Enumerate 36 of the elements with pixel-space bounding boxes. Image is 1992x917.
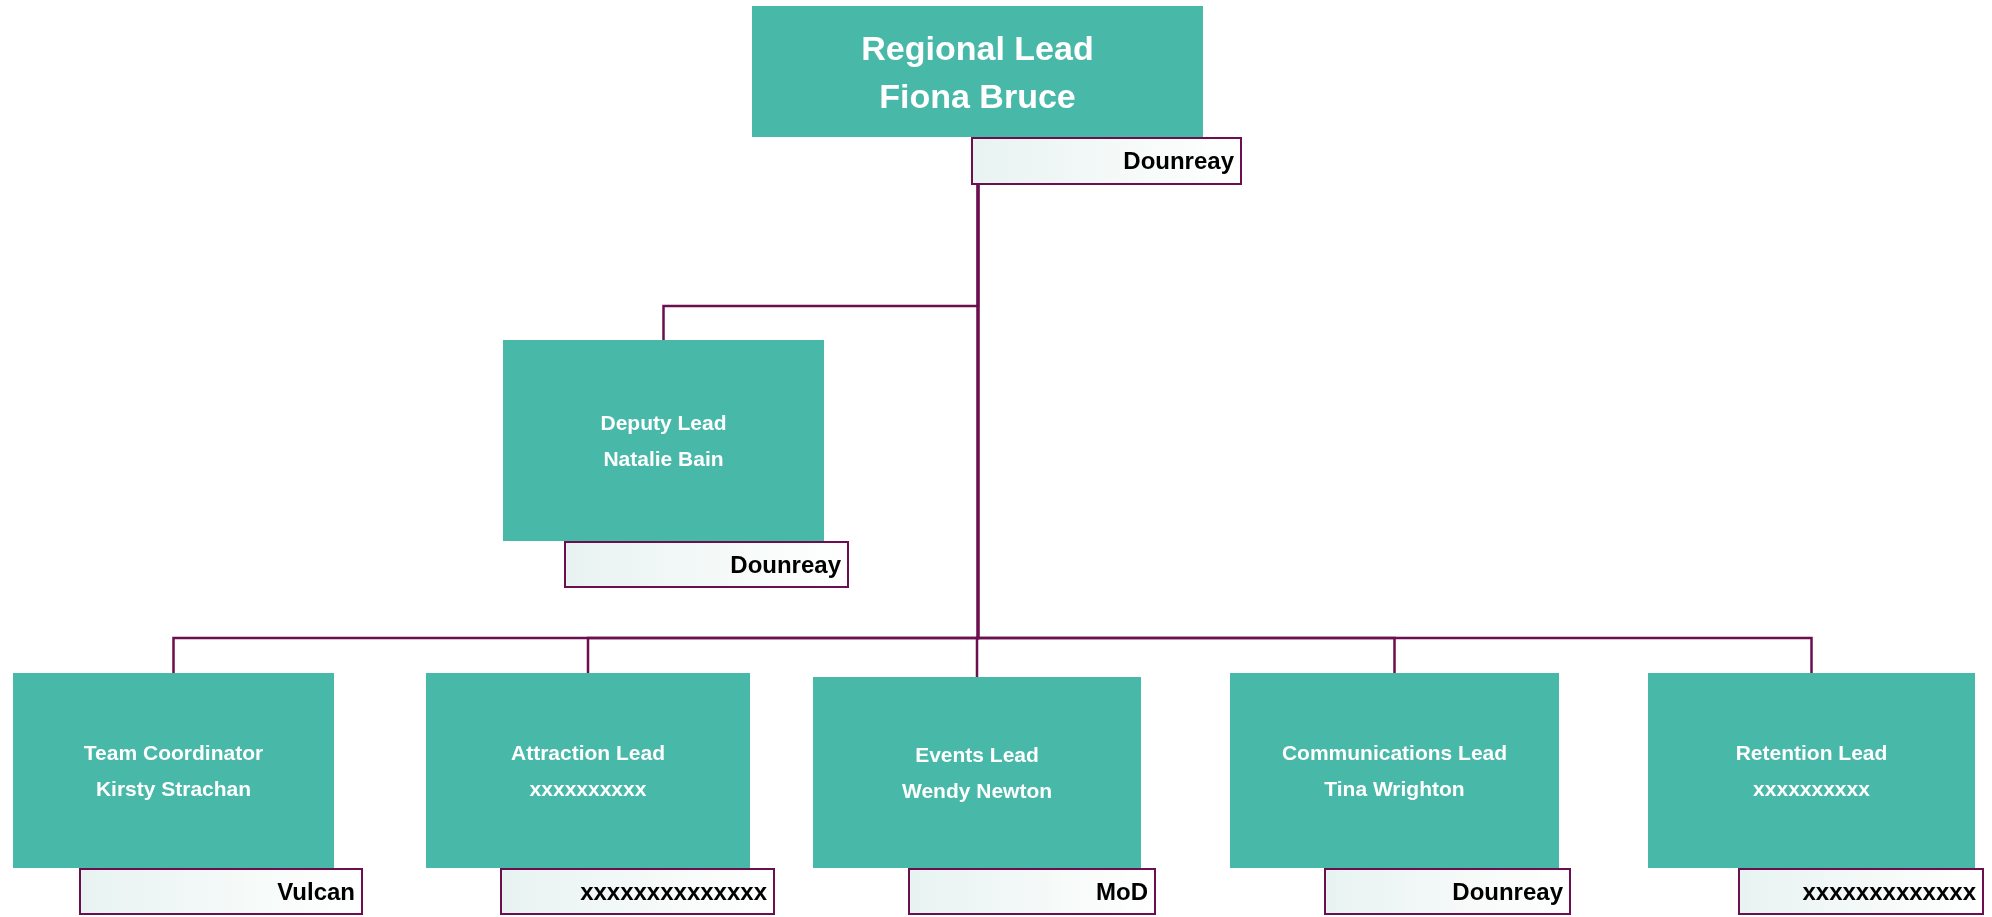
- location-tag: [79, 868, 363, 915]
- role-title: Communications Lead: [1281, 739, 1508, 766]
- location-tag: [500, 868, 775, 915]
- role-box: [752, 6, 1203, 137]
- location-text: xxxxxxxxxxxxxx: [580, 877, 767, 906]
- connector-line: [976, 185, 1813, 673]
- role-box: [1648, 673, 1975, 868]
- location-text: Dounreay: [1452, 877, 1563, 906]
- person-name: Wendy Newton: [901, 777, 1053, 804]
- role-title: Attraction Lead: [511, 739, 665, 766]
- role-box: [813, 677, 1141, 868]
- role-box: [426, 673, 750, 868]
- location-text: Dounreay: [730, 550, 841, 579]
- role-box: [13, 673, 334, 868]
- role-box: [1230, 673, 1559, 868]
- location-text: MoD: [1096, 877, 1148, 906]
- location-text: Vulcan: [277, 877, 355, 906]
- role-title: Deputy Lead: [600, 409, 727, 436]
- person-name: Natalie Bain: [603, 445, 724, 472]
- location-tag: [908, 868, 1156, 915]
- role-title: Retention Lead: [1735, 739, 1888, 766]
- person-name: Kirsty Strachan: [95, 775, 252, 802]
- person-name: Fiona Bruce: [879, 75, 1076, 117]
- role-title: Events Lead: [915, 741, 1039, 768]
- person-name: Tina Wrighton: [1324, 775, 1465, 802]
- person-name: xxxxxxxxxx: [1753, 775, 1870, 802]
- location-text: xxxxxxxxxxxxx: [1802, 877, 1976, 906]
- role-title: Team Coordinator: [83, 739, 264, 766]
- role-title: Regional Lead: [861, 27, 1094, 69]
- location-tag: [564, 541, 849, 588]
- location-tag: [971, 137, 1242, 185]
- person-name: xxxxxxxxxx: [529, 775, 647, 802]
- role-box: [503, 340, 824, 541]
- location-tag: [1324, 868, 1571, 915]
- location-text: Dounreay: [1123, 147, 1234, 175]
- location-tag: [1738, 868, 1984, 915]
